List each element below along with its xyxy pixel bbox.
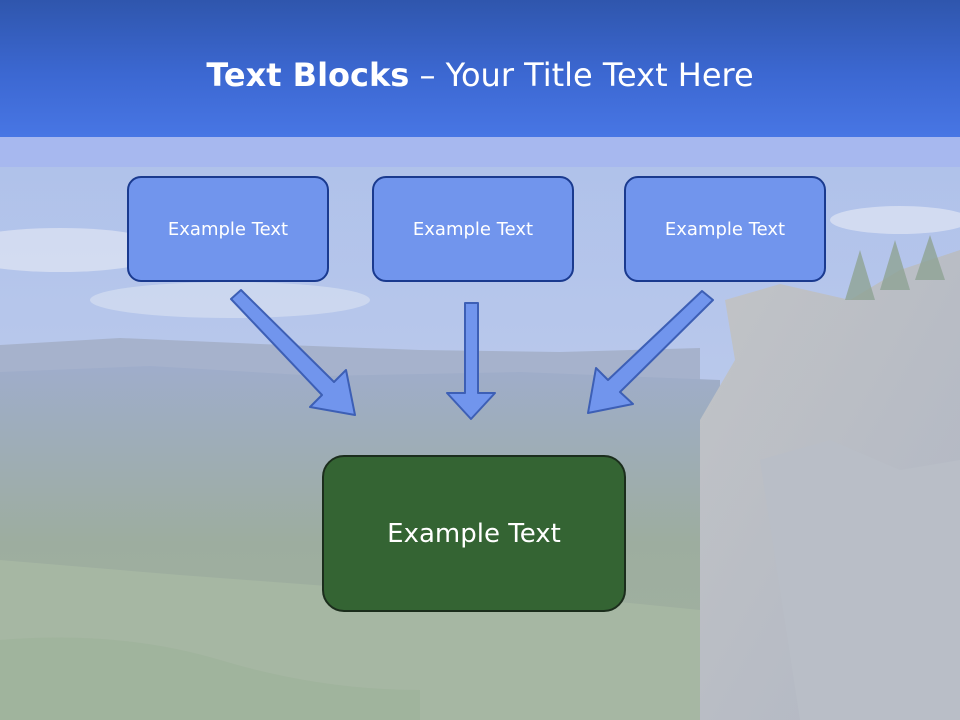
title-bar xyxy=(0,0,960,137)
title-rest-text: Your Title Text Here xyxy=(445,56,754,94)
title-bold-text: Text Blocks xyxy=(206,56,410,94)
slide-title: Text Blocks – Your Title Text Here xyxy=(0,53,960,97)
text-block-left: Example Text xyxy=(127,176,329,282)
title-accent-band xyxy=(0,137,960,167)
title-separator: – xyxy=(409,56,446,94)
text-block-middle: Example Text xyxy=(372,176,574,282)
text-block-right: Example Text xyxy=(624,176,826,282)
text-block-bottom: Example Text xyxy=(322,455,626,612)
